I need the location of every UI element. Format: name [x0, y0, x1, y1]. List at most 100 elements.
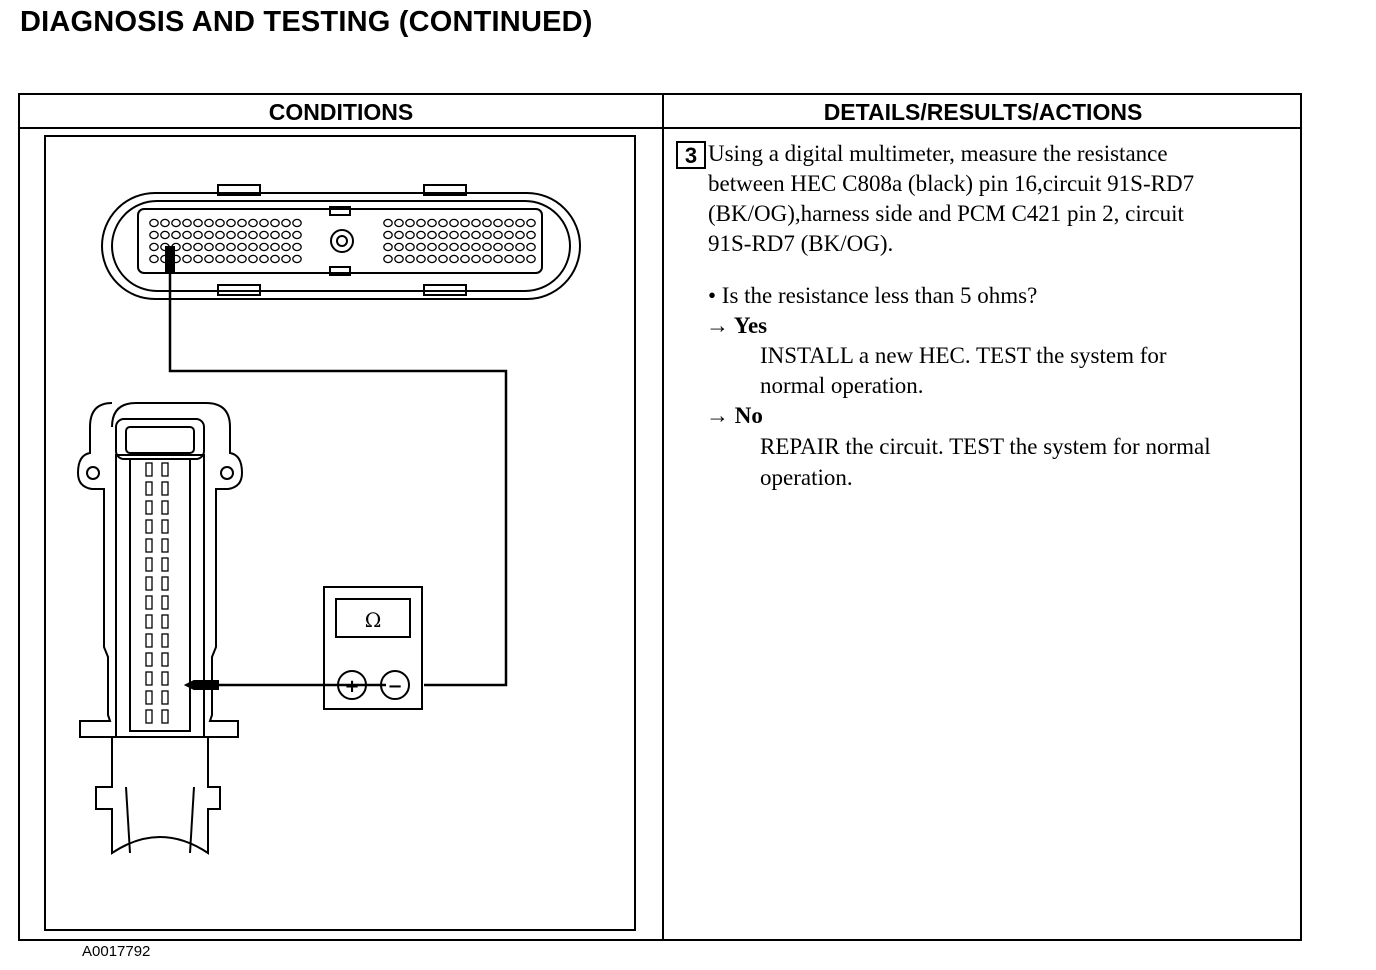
connector-pin — [145, 462, 153, 477]
details-header: DETAILS/RESULTS/ACTIONS — [823, 99, 1143, 125]
connector-pin — [281, 230, 291, 240]
connector-pin — [145, 557, 153, 572]
connector-pin — [405, 218, 415, 228]
answer-yes-action: INSTALL a new HEC. TEST the system for — [760, 343, 1167, 368]
connector-pin — [416, 254, 426, 264]
connector-pin — [161, 595, 169, 610]
answer-yes-label: → Yes — [706, 313, 768, 338]
connector-pin — [504, 254, 514, 264]
connector-pin — [460, 218, 470, 228]
connector-pin — [471, 254, 481, 264]
connector-pin — [259, 254, 269, 264]
instruction-line: 91S-RD7 (BK/OG). — [708, 231, 894, 256]
connector-pin — [145, 481, 153, 496]
answer-no-label: → No — [706, 403, 763, 428]
connector-pin — [182, 242, 192, 252]
connector-pin — [145, 690, 153, 705]
connector-pin — [383, 254, 393, 264]
connector-pin — [504, 242, 514, 252]
connector-pin — [405, 230, 415, 240]
connector-pin — [383, 218, 393, 228]
connector-pin — [160, 230, 170, 240]
connector-pin — [193, 254, 203, 264]
connector-pin — [149, 242, 159, 252]
connector-pin — [504, 218, 514, 228]
answer-no-action: operation. — [760, 465, 853, 490]
connector-pin — [149, 254, 159, 264]
connector-pin — [215, 218, 225, 228]
connector-pin — [526, 242, 536, 252]
connector-pin — [237, 242, 247, 252]
connector-pin — [526, 218, 536, 228]
wiring-diagram: Ω + − — [76, 184, 581, 855]
connector-pin — [438, 218, 448, 228]
connector-pin — [237, 254, 247, 264]
connector-pin — [482, 254, 492, 264]
connector-pin — [161, 462, 169, 477]
column-divider — [662, 95, 664, 939]
connector-pin — [161, 690, 169, 705]
connector-pin — [248, 242, 258, 252]
connector-pin — [215, 254, 225, 264]
connector-pin — [161, 671, 169, 686]
connector-pin — [182, 254, 192, 264]
connector-pin — [145, 519, 153, 534]
connector-pin — [526, 230, 536, 240]
connector-pin — [449, 254, 459, 264]
connector-pin — [438, 230, 448, 240]
connector-pin — [482, 230, 492, 240]
connector-pin — [182, 230, 192, 240]
connector-pin — [482, 218, 492, 228]
connector-pin — [394, 242, 404, 252]
step-question: • Is the resistance less than 5 ohms? — [708, 283, 1038, 308]
connector-pin — [161, 519, 169, 534]
connector-pin — [427, 254, 437, 264]
connector-pin — [145, 500, 153, 515]
multimeter — [323, 586, 423, 710]
connector-pin — [161, 538, 169, 553]
connector-pin — [215, 230, 225, 240]
connector-pin — [471, 218, 481, 228]
connector-pin — [493, 230, 503, 240]
answer-yes-action: normal operation. — [760, 373, 924, 398]
connector-pin — [161, 576, 169, 591]
connector-pin — [460, 242, 470, 252]
connector-pin — [248, 218, 258, 228]
connector-pin — [292, 254, 302, 264]
connector-pin — [526, 254, 536, 264]
connector-pin — [237, 218, 247, 228]
connector-pin — [161, 481, 169, 496]
connector-pin — [427, 230, 437, 240]
connector-pin — [427, 242, 437, 252]
connector-pin — [270, 230, 280, 240]
plus-terminal: + — [344, 676, 359, 697]
conditions-header: CONDITIONS — [268, 99, 414, 125]
connector-pin — [182, 218, 192, 228]
connector-pin — [145, 709, 153, 724]
connector-pin — [259, 242, 269, 252]
connector-pin — [161, 500, 169, 515]
table-header-row: CONDITIONS DETAILS/RESULTS/ACTIONS — [20, 95, 1300, 129]
connector-pin — [493, 254, 503, 264]
connector-pin — [438, 242, 448, 252]
conditions-figure: Ω + − A0017792 — [44, 135, 636, 960]
connector-pin — [193, 230, 203, 240]
connector-pin — [161, 633, 169, 648]
answer-no-action: REPAIR the circuit. TEST the system for … — [760, 434, 1211, 459]
connector-pin — [145, 633, 153, 648]
connector-pin — [471, 230, 481, 240]
connector-pin — [292, 242, 302, 252]
connector-pin — [161, 614, 169, 629]
connector-pin — [405, 242, 415, 252]
connector-pin — [416, 242, 426, 252]
instruction-line: Using a digital multimeter, measure the … — [708, 141, 1168, 166]
connector-pin — [292, 218, 302, 228]
connector-pin — [215, 242, 225, 252]
connector-pin — [449, 242, 459, 252]
instruction-line: (BK/OG),harness side and PCM C421 pin 2,… — [708, 201, 1184, 226]
connector-pin — [149, 218, 159, 228]
connector-pin — [438, 254, 448, 264]
connector-pin — [449, 230, 459, 240]
connector-pin — [394, 218, 404, 228]
connector-pin — [259, 230, 269, 240]
